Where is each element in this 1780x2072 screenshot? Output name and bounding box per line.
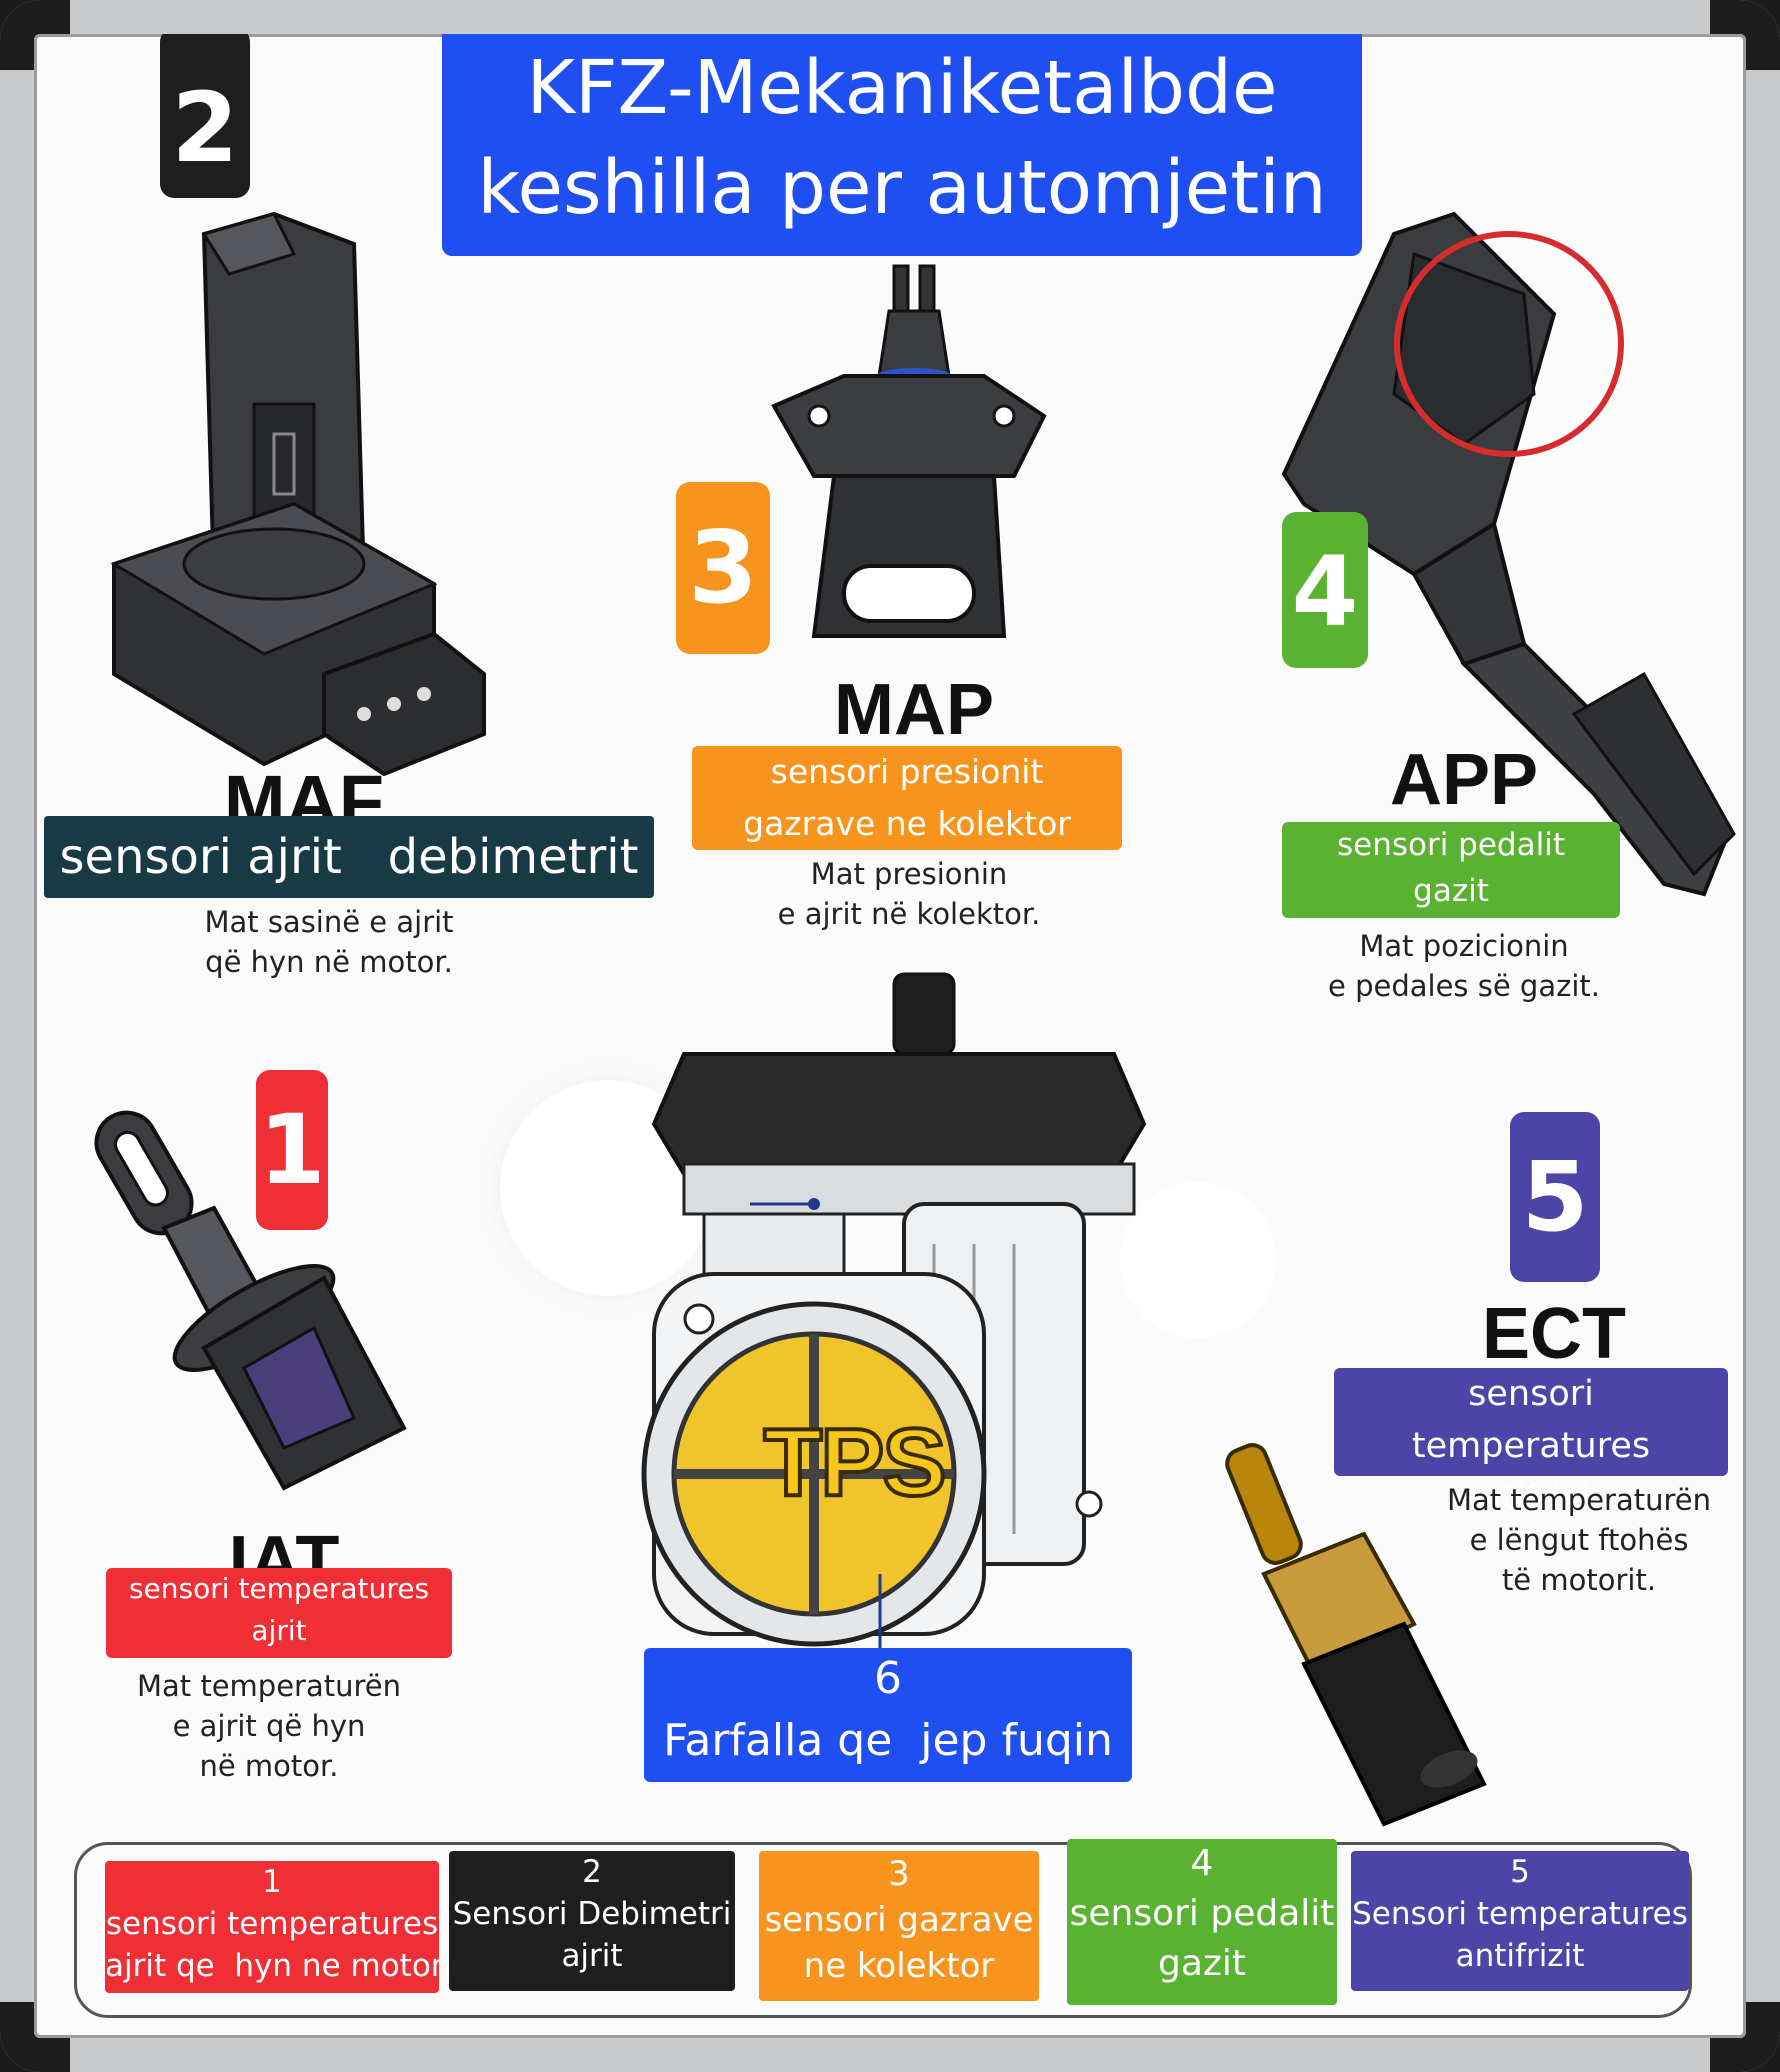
map-number-badge: 3 bbox=[676, 482, 770, 654]
iat-description: Mat temperaturën e ajrit që hyn në motor… bbox=[104, 1666, 434, 1786]
iat-desc-line: në motor. bbox=[199, 1749, 339, 1783]
legend-item-4: 4 sensori pedalit gazit bbox=[1067, 1839, 1337, 2005]
legend-number: 1 bbox=[262, 1864, 282, 1900]
map-label-line: gazrave ne kolektor bbox=[743, 804, 1071, 843]
ect-name: ECT bbox=[1482, 1294, 1626, 1374]
tps-badge: TPS bbox=[762, 1407, 949, 1518]
legend-line: ajrit qe hyn ne motorr bbox=[105, 1948, 456, 1984]
app-desc-line: e pedales së gazit. bbox=[1328, 969, 1600, 1003]
map-label: sensori presionit gazrave ne kolektor bbox=[692, 746, 1122, 850]
app-name: APP bbox=[1389, 740, 1539, 820]
legend-line: gazit bbox=[1158, 1943, 1246, 1984]
iat-desc-line: e ajrit që hyn bbox=[172, 1709, 366, 1743]
iat-desc-line: Mat temperaturën bbox=[136, 1669, 402, 1703]
ect-desc-line: të motorit. bbox=[1501, 1563, 1657, 1597]
legend-line: sensori gazrave bbox=[764, 1900, 1034, 1940]
iat-label: sensori temperatures ajrit bbox=[106, 1568, 452, 1658]
tps-label-text: Farfalla qe jep fuqin bbox=[663, 1715, 1113, 1766]
ect-label-line: temperatures antifrizit bbox=[1411, 1426, 1651, 1518]
ect-label-line: sensori bbox=[1468, 1374, 1594, 1414]
glare-spot bbox=[1120, 1182, 1276, 1338]
legend-line: antifrizit bbox=[1455, 1938, 1585, 1974]
title-line-2: keshilla per automjetin bbox=[477, 145, 1327, 231]
legend-line: Sensori temperatures bbox=[1352, 1896, 1688, 1932]
legend-line: ne kolektor bbox=[803, 1946, 995, 1986]
iat-number-badge: 1 bbox=[256, 1070, 328, 1230]
map-desc-line: e ajrit në kolektor. bbox=[777, 897, 1041, 931]
legend-item-1: 1 sensori temperatures ajrit qe hyn ne m… bbox=[105, 1861, 456, 1993]
legend-number: 5 bbox=[1510, 1854, 1530, 1890]
ect-desc-line: e lëngut ftohës bbox=[1469, 1523, 1689, 1557]
app-number-badge: 4 bbox=[1282, 512, 1368, 668]
app-desc-line: Mat pozicionin bbox=[1359, 929, 1569, 963]
ect-sensor-illustration bbox=[1225, 1443, 1487, 1827]
iat-label-line: sensori temperatures bbox=[128, 1572, 430, 1605]
whiteboard-surface: KFZ-Mekaniketalbde keshilla per automjet… bbox=[34, 34, 1746, 2038]
ect-number-badge: 5 bbox=[1510, 1112, 1600, 1282]
tps-number: 6 bbox=[874, 1653, 902, 1704]
legend-line: sensori pedalit bbox=[1069, 1893, 1335, 1934]
legend-line: Sensori Debimetri bbox=[452, 1896, 732, 1932]
title-banner: KFZ-Mekaniketalbde keshilla per automjet… bbox=[442, 34, 1362, 256]
maf-sensor-illustration bbox=[110, 211, 486, 777]
ect-desc-line: Mat temperaturën bbox=[1446, 1483, 1712, 1517]
app-description: Mat pozicionin e pedales së gazit. bbox=[1274, 926, 1654, 1006]
ect-label: sensori temperatures antifrizit bbox=[1334, 1368, 1728, 1518]
legend-number: 4 bbox=[1190, 1843, 1214, 1884]
maf-desc-line: që hyn në motor. bbox=[205, 945, 453, 979]
legend-line: ajrit bbox=[561, 1938, 623, 1974]
maf-label: sensori ajrit debimetrit bbox=[44, 816, 654, 898]
throttle-body-illustration bbox=[641, 972, 1147, 1674]
app-label-line: gazit bbox=[1413, 873, 1489, 909]
map-sensor-illustration bbox=[771, 264, 1047, 638]
app-label-line: sensori pedalit bbox=[1336, 827, 1565, 863]
legend-item-3: 3 sensori gazrave ne kolektor bbox=[759, 1851, 1039, 2001]
legend-number: 2 bbox=[582, 1854, 602, 1890]
title-line-1: KFZ-Mekaniketalbde bbox=[526, 45, 1278, 131]
ect-description: Mat temperaturën e lëngut ftohës të moto… bbox=[1414, 1480, 1744, 1600]
app-label: sensori pedalit gazit bbox=[1282, 822, 1620, 918]
maf-desc-line: Mat sasinë e ajrit bbox=[204, 905, 454, 939]
map-description: Mat presionin e ajrit në kolektor. bbox=[724, 854, 1094, 934]
legend-line: sensori temperatures bbox=[105, 1906, 439, 1942]
app-pedal-illustration bbox=[1281, 211, 1736, 897]
maf-description: Mat sasinë e ajrit që hyn në motor. bbox=[144, 902, 514, 982]
tps-label: 6 Farfalla qe jep fuqin bbox=[644, 1648, 1132, 1782]
legend-number: 3 bbox=[888, 1854, 910, 1894]
iat-sensor-illustration bbox=[94, 1110, 407, 1491]
map-desc-line: Mat presionin bbox=[810, 857, 1008, 891]
map-name: MAP bbox=[834, 670, 994, 750]
iat-label-line: ajrit bbox=[251, 1614, 307, 1647]
legend-item-5: 5 Sensori temperatures antifrizit bbox=[1351, 1851, 1689, 1991]
map-label-line: sensori presionit bbox=[770, 752, 1044, 791]
legend-item-2: 2 Sensori Debimetri ajrit bbox=[449, 1851, 735, 1991]
legend-bar: 1 sensori temperatures ajrit qe hyn ne m… bbox=[74, 1839, 1692, 2018]
maf-number-badge: 2 bbox=[160, 34, 250, 198]
